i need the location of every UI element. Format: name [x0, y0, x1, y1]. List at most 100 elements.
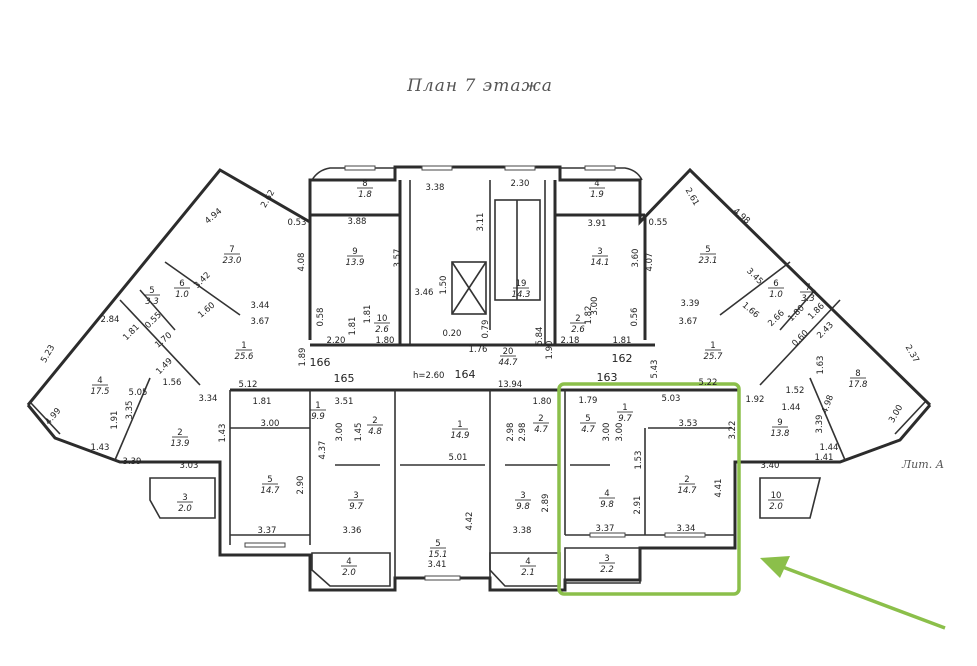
dimension-label: 2.98 — [518, 423, 528, 442]
dimension-label: 0.20 — [443, 329, 462, 339]
liter-label: Лит. А — [902, 458, 945, 471]
dimension-label: 3.00 — [590, 297, 600, 316]
dimension-label: 3.00 — [335, 423, 345, 442]
room-number-label: 7 — [229, 245, 234, 255]
dimension-label: 3.38 — [426, 183, 445, 193]
flat-number-label: 165 — [334, 372, 355, 385]
inner-walls — [114, 180, 846, 578]
room-number-label: 8 — [855, 369, 860, 379]
dimension-label: 1.60 — [196, 301, 217, 321]
room-number-label: 2 — [538, 414, 543, 424]
dimension-label: 3.53 — [679, 419, 698, 429]
room-area-label: 9.8 — [516, 502, 530, 512]
dimension-label: 3.51 — [335, 397, 354, 407]
dimension-label: 3.22 — [728, 421, 738, 440]
dimension-label: 1.80 — [786, 303, 806, 323]
dimension-label: 3.88 — [348, 217, 367, 227]
room-area-label: 23.1 — [699, 256, 718, 266]
dimension-label: 3.60 — [631, 249, 641, 268]
dimension-label: 3.41 — [428, 560, 447, 570]
room-number-label: 4 — [97, 376, 102, 386]
room-number-label: 3 — [604, 554, 609, 564]
room-number-label: 1 — [710, 341, 715, 351]
room-number-label: 8 — [362, 179, 367, 189]
dimension-label: 1.63 — [816, 356, 826, 375]
room-number-label: 5 — [267, 475, 272, 485]
plan-title: План 7 этажа — [407, 76, 553, 96]
dimension-label: 2.91 — [633, 496, 643, 515]
room-number-label: 3 — [520, 491, 525, 501]
dimension-label: 3.00 — [602, 423, 612, 442]
room-area-label: 4.8 — [368, 427, 382, 437]
room-area-label: 15.1 — [429, 550, 448, 560]
dimension-label: 0.79 — [481, 320, 491, 339]
dimension-label: 3.11 — [476, 213, 486, 232]
dimension-label: 3.38 — [513, 526, 532, 536]
room-number-label: 3 — [182, 493, 187, 503]
room-area-label: 17.8 — [849, 380, 869, 390]
room-area-label: 44.7 — [499, 358, 519, 368]
room-area-label: 14.9 — [451, 431, 470, 441]
room-area-label: 2.6 — [571, 325, 585, 335]
room-number-label: 1 — [241, 341, 246, 351]
dimension-label: 1.92 — [746, 395, 765, 405]
room-number-label: 1 — [315, 401, 320, 411]
dimension-label: 5.43 — [650, 360, 660, 379]
dimension-label: 3.91 — [588, 219, 607, 229]
dimension-label: 1.81 — [121, 322, 141, 342]
room-number-label: 3 — [353, 491, 358, 501]
dimension-label: 3.37 — [258, 526, 277, 536]
dimension-label: 5.01 — [449, 453, 468, 463]
dimension-label: 1.66 — [740, 301, 761, 321]
dimension-label: 3.39 — [123, 457, 142, 467]
dimension-label: 1.82 — [584, 306, 594, 325]
dimension-label: 2.89 — [541, 494, 551, 513]
room-area-label: 14.7 — [261, 486, 281, 496]
dimension-label: 3.39 — [815, 415, 825, 434]
room-area-label: 13.9 — [346, 258, 365, 268]
dimension-label: 2.84 — [101, 315, 120, 325]
dimension-label: 4.42 — [465, 512, 475, 531]
stairs — [494, 199, 541, 301]
room-area-label: 13.9 — [171, 439, 190, 449]
dimension-label: 5.12 — [239, 380, 258, 390]
dimension-label: 1.81 — [613, 336, 632, 346]
room-number-label: 2 — [684, 475, 689, 485]
dimension-label: 0.56 — [630, 308, 640, 327]
room-area-label: 14.1 — [591, 258, 610, 268]
dimension-label: 1.45 — [354, 423, 364, 442]
pointer-arrow — [760, 556, 946, 630]
dimension-label: 5.05 — [129, 388, 148, 398]
outer-walls — [26, 165, 932, 592]
room-number-label: 4 — [525, 557, 530, 567]
room-area-label: 2.6 — [375, 325, 389, 335]
room-number-label: 20 — [503, 347, 514, 357]
dimension-label: 5.22 — [699, 378, 718, 388]
dimension-label: 2.90 — [296, 476, 306, 495]
room-area-label: 25.6 — [235, 352, 255, 362]
room-area-label: 2.2 — [600, 565, 614, 575]
room-area-label: 2.0 — [342, 568, 356, 578]
dimension-label: 4.37 — [318, 441, 328, 460]
flat-number-label: 162 — [612, 352, 633, 365]
room-area-label: 9.7 — [349, 502, 363, 512]
dimension-label: 3.46 — [415, 288, 434, 298]
room-area-label: 3.3 — [801, 294, 815, 304]
dimension-label: 1.80 — [376, 336, 395, 346]
dimension-label: 0.60 — [790, 328, 810, 348]
dimension-label: 1.80 — [533, 397, 552, 407]
dimension-label: 2.98 — [506, 423, 516, 442]
dimension-label: 0.55 — [649, 218, 668, 228]
room-number-label: 6 — [773, 279, 778, 289]
room-labels: 81.8723.0913.953.361.0102.6125.6417.5213… — [91, 179, 869, 578]
room-area-label: 2.1 — [521, 568, 535, 578]
room-number-label: 4 — [594, 179, 599, 189]
ceiling-height-label: h=2.60 — [413, 371, 444, 381]
dimension-label: 3.36 — [343, 526, 362, 536]
room-area-label: 1.9 — [590, 190, 604, 200]
dimension-label: 0.58 — [316, 308, 326, 327]
dimension-label: 3.35 — [125, 401, 135, 420]
room-number-label: 2 — [575, 314, 580, 324]
room-number-label: 9 — [777, 418, 782, 428]
